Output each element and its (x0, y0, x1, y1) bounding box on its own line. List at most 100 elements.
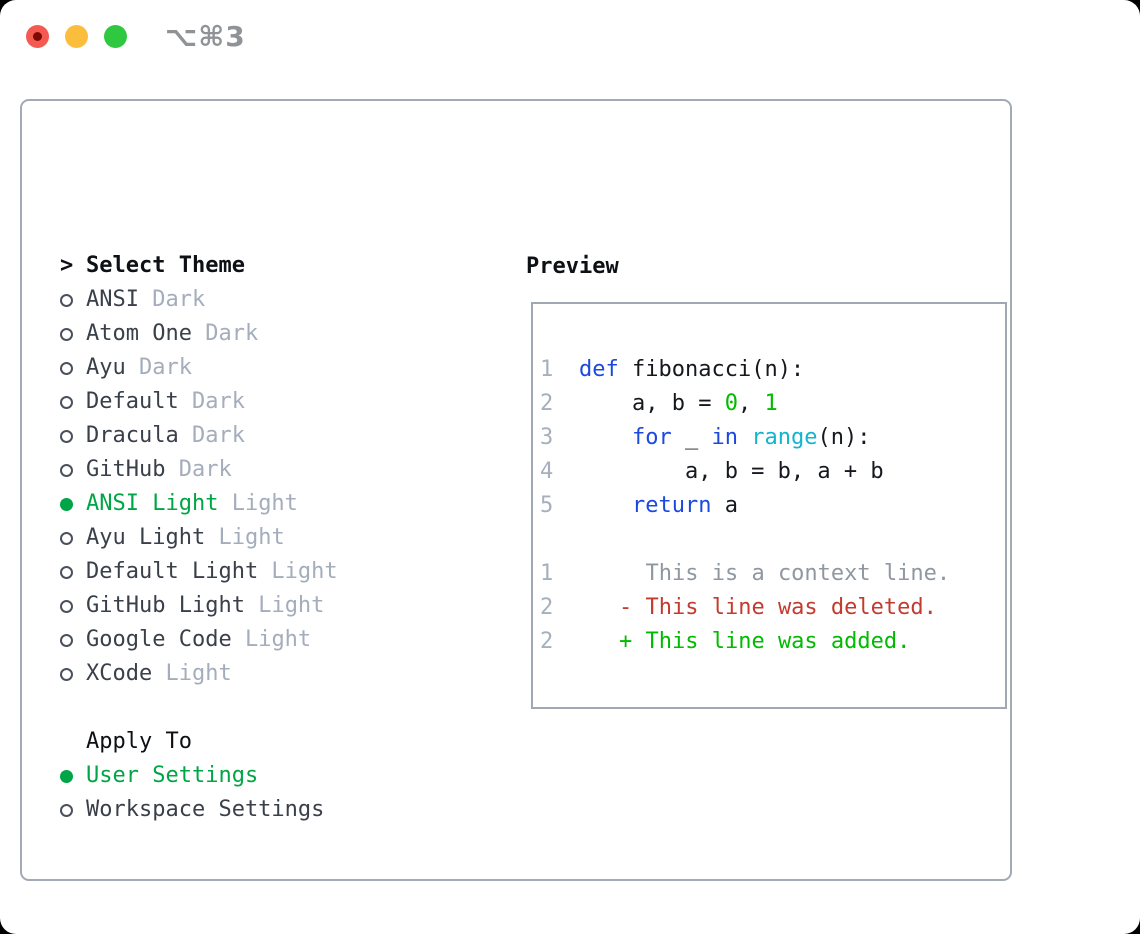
apply-to-title: Apply To (86, 729, 192, 754)
theme-name: XCode (86, 661, 153, 686)
line-number: 2 (540, 595, 554, 620)
line-number: 2 (540, 391, 554, 416)
code-token: 0 (724, 391, 738, 416)
minimize-button[interactable] (65, 25, 88, 48)
line-number: 5 (540, 493, 554, 518)
zoom-button[interactable] (104, 25, 127, 48)
radio-icon (60, 293, 86, 307)
radio-circle (60, 463, 73, 477)
code-token: def (579, 357, 619, 382)
radio-icon (60, 599, 86, 613)
preview-pane: 1 def fibonacci(n): 2 a, b = 0, 1 3 for _ i… (531, 302, 1007, 709)
code-token: a, b = b, a + b (579, 459, 884, 484)
radio-icon (60, 633, 86, 647)
diff-text: + This line was added. (619, 629, 911, 654)
theme-name: GitHub (86, 457, 166, 482)
theme-name: Ayu (86, 355, 126, 380)
line-number: 1 (540, 561, 554, 586)
radio-circle (60, 769, 73, 783)
hint-line: (Use Enter to select, Tab to (60, 929, 431, 934)
window-shortcut-label: ⌥⌘3 (165, 20, 246, 53)
code-token: (n): (817, 425, 871, 450)
theme-name: Ayu Light (86, 525, 206, 550)
radio-circle (60, 497, 73, 511)
theme-name: GitHub Light (86, 593, 245, 618)
theme-variant-badge: Dark (138, 287, 206, 312)
modified-dot-icon (33, 32, 42, 41)
radio-circle (60, 667, 73, 681)
code-token (579, 425, 632, 450)
theme-item[interactable]: Atom One Dark (60, 317, 338, 351)
apply-to-header: Apply To (60, 725, 324, 759)
keyboard-hint: (Use Enter to select, Tab to change focu… (60, 861, 431, 934)
code-line: 5 return a (540, 489, 884, 523)
apply-to-option[interactable]: User Settings (60, 759, 324, 793)
diff-text: - This line was deleted. (619, 595, 937, 620)
theme-variant-badge: Light (205, 525, 285, 550)
radio-icon (60, 327, 86, 341)
code-token: , (737, 391, 765, 416)
radio-circle (60, 327, 73, 341)
theme-name: Dracula (86, 423, 179, 448)
code-token (579, 493, 632, 518)
code-token (738, 425, 751, 450)
apply-to-option[interactable]: Workspace Settings (60, 793, 324, 827)
line-number: 3 (540, 425, 554, 450)
theme-item[interactable]: GitHub Dark (60, 453, 338, 487)
radio-circle (60, 633, 73, 647)
apply-option-label: User Settings (86, 763, 259, 788)
radio-icon (60, 395, 86, 409)
radio-circle (60, 803, 73, 817)
code-token: in (711, 425, 738, 450)
theme-item[interactable]: Ayu Light Light (60, 521, 338, 555)
code-token: a, b = (579, 391, 725, 416)
line-number: 4 (540, 459, 554, 484)
theme-item[interactable]: GitHub Light Light (60, 589, 338, 623)
code-text: return a (579, 489, 738, 523)
theme-item[interactable]: ANSI Dark (60, 283, 338, 317)
theme-item[interactable]: XCode Light (60, 657, 338, 691)
code-token: 1 (764, 391, 778, 416)
theme-variant-badge: Light (258, 559, 338, 584)
code-token: range (751, 425, 818, 450)
diff-line-deleted: 2 - This line was deleted. (540, 591, 950, 625)
radio-selected-icon (60, 769, 86, 783)
diff-text: This is a context line. (619, 561, 951, 586)
theme-item[interactable]: Ayu Dark (60, 351, 338, 385)
code-token: _ (671, 425, 712, 450)
close-button[interactable] (26, 25, 49, 48)
radio-circle (60, 531, 73, 545)
code-line: 3 for _ in range(n): (540, 421, 884, 455)
theme-variant-badge: Light (244, 593, 325, 618)
theme-variant-badge: Dark (165, 457, 232, 482)
code-token: a (711, 493, 738, 518)
radio-icon (60, 361, 86, 375)
theme-item[interactable]: Default Dark (60, 385, 338, 419)
theme-variant-badge: Dark (178, 389, 245, 414)
code-text: def fibonacci(n): (579, 353, 804, 387)
diff-preview: 1 This is a context line. 2 - This line wa… (540, 557, 950, 659)
radio-icon (60, 803, 86, 817)
line-number: 1 (540, 357, 554, 382)
code-token: for (631, 425, 672, 450)
radio-circle (60, 361, 73, 375)
theme-item[interactable]: ANSI Light Light (60, 487, 338, 521)
radio-icon (60, 429, 86, 443)
theme-item[interactable]: Default Light Light (60, 555, 338, 589)
theme-variant-badge: Dark (191, 321, 259, 346)
diff-line-context: 1 This is a context line. (540, 557, 950, 591)
theme-list-header: > Select Theme (60, 249, 338, 283)
theme-variant-badge: Light (231, 627, 312, 652)
line-number: 2 (540, 629, 554, 654)
radio-circle (60, 395, 73, 409)
theme-item[interactable]: Google Code Light (60, 623, 338, 657)
theme-item[interactable]: Dracula Dark (60, 419, 338, 453)
code-text: a, b = b, a + b (579, 455, 884, 489)
radio-icon (60, 667, 86, 681)
theme-name: Default Light (86, 559, 259, 584)
theme-name: Atom One (86, 321, 192, 346)
